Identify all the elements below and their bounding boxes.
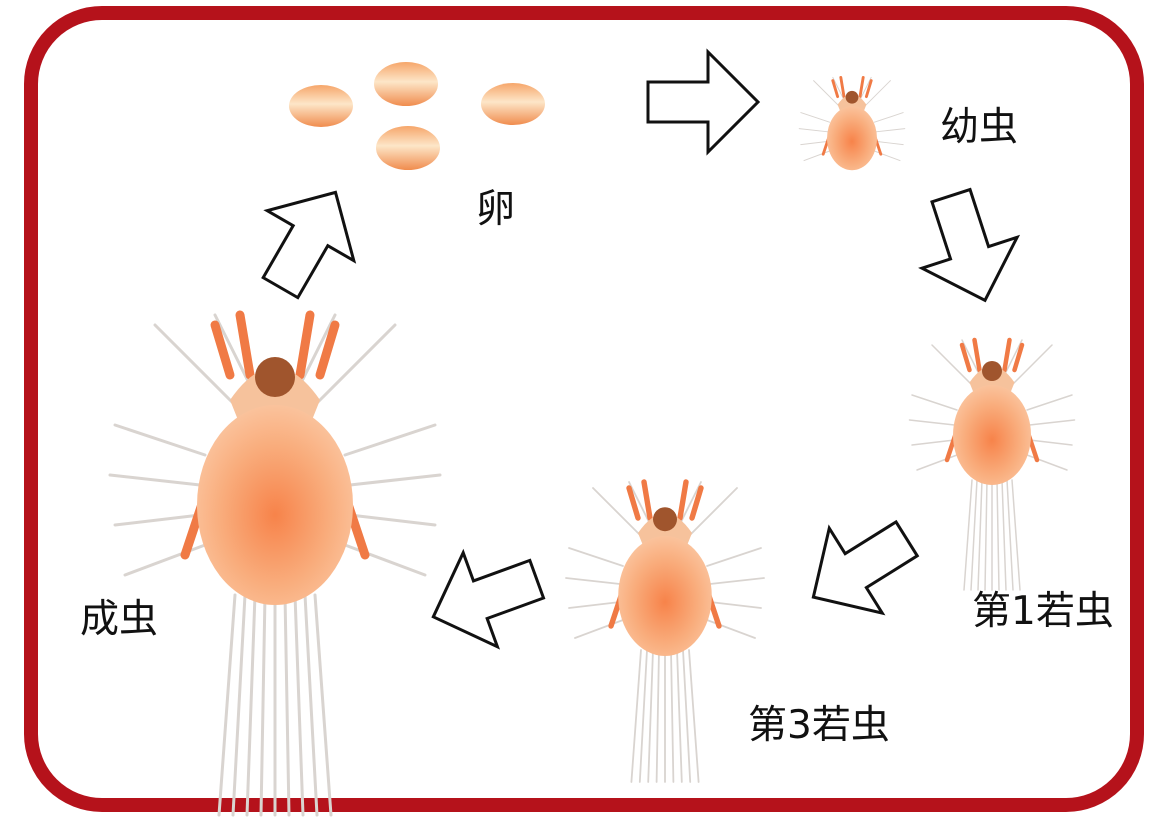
stage-label-nymph3: 第3若虫 — [748, 706, 890, 745]
mite-body — [197, 405, 353, 605]
mite-bristle — [115, 425, 205, 455]
stage-label-larva: 幼虫 — [940, 108, 1018, 147]
mite-bristle — [1027, 455, 1067, 470]
mite-bristle — [874, 151, 900, 161]
mite-mouthpart — [653, 507, 677, 531]
stage-label-nymph1: 第1若虫 — [972, 592, 1114, 631]
mite-tail-hair — [631, 650, 641, 782]
mite-tail-hair — [640, 650, 647, 782]
mite-body — [827, 106, 877, 170]
mite-bristle — [125, 545, 205, 575]
mite-body — [618, 536, 712, 656]
mite-tail-hair — [1007, 480, 1013, 590]
mite-bristle — [910, 420, 955, 425]
mite-bristle — [799, 129, 828, 132]
mite-bristle — [804, 151, 830, 161]
arrow-larva-to-nymph1 — [903, 180, 1032, 316]
mite-bristle — [345, 425, 435, 455]
nymph3-mite — [566, 482, 764, 782]
mite-tail-hair — [261, 595, 265, 815]
stage-label-egg: 卵 — [476, 190, 515, 229]
mite-mouthpart — [846, 91, 859, 104]
mite-mouthpart — [255, 357, 295, 397]
mite-tail-hair — [964, 480, 972, 590]
egg-1 — [289, 85, 353, 127]
mite-bristle — [876, 141, 903, 144]
mite-bristle — [874, 113, 903, 123]
egg-4 — [376, 126, 440, 170]
mite-bristle — [350, 475, 440, 485]
larva-mite — [799, 77, 905, 170]
mite-bristle — [710, 602, 761, 608]
eggs — [289, 62, 545, 170]
arrow-egg-to-larva — [648, 52, 758, 152]
mite-tail-hair — [233, 595, 245, 815]
arrow-nymph1-to-nymph3 — [787, 496, 933, 639]
mite-tail-hair — [648, 650, 653, 782]
mite-bristle — [569, 602, 620, 608]
mite-tail-hair — [689, 650, 699, 782]
mite-tail-hair — [997, 480, 999, 590]
mite-tail-hair — [978, 480, 982, 590]
mite-bristle — [1027, 395, 1072, 410]
mite-bristle — [115, 515, 200, 525]
mite-bristle — [917, 455, 957, 470]
mite-tail-hair — [985, 480, 987, 590]
mite-bristle — [1030, 440, 1073, 445]
mite-body — [953, 385, 1031, 485]
mite-tail-hair — [1002, 480, 1006, 590]
mite-bristle — [801, 113, 830, 123]
mite-tail-hair — [305, 595, 317, 815]
mite-tail-hair — [285, 595, 289, 815]
mite-bristle — [710, 578, 764, 584]
mite-bristle — [707, 620, 755, 638]
nymph1-mite — [910, 340, 1075, 590]
mite-bristle — [876, 129, 905, 132]
mite-tail-hair — [219, 595, 235, 815]
mite-bristle — [569, 548, 623, 566]
mite-tail-hair — [1012, 480, 1020, 590]
mite-bristle — [707, 548, 761, 566]
mite-tail-hair — [657, 650, 659, 782]
arrow-nymph3-to-adult — [416, 532, 554, 664]
mite-bristle — [110, 475, 200, 485]
arrow-adult-to-egg — [237, 167, 379, 312]
egg-3 — [481, 83, 545, 125]
mite-tail-hair — [295, 595, 303, 815]
mite-bristle — [801, 141, 828, 144]
mite-tail-hair — [683, 650, 690, 782]
stage-label-adult: 成虫 — [80, 600, 158, 639]
mite-bristle — [345, 545, 425, 575]
mite-tail-hair — [971, 480, 977, 590]
mite-bristle — [1030, 420, 1075, 425]
mite-tail-hair — [247, 595, 255, 815]
mite-tail-hair — [315, 595, 331, 815]
mite-bristle — [575, 620, 623, 638]
mite-mouthpart — [982, 361, 1002, 381]
mite-tail-hair — [671, 650, 673, 782]
mite-bristle — [912, 395, 957, 410]
mite-bristle — [350, 515, 435, 525]
mite-bristle — [912, 440, 955, 445]
egg-2 — [374, 62, 438, 106]
mite-bristle — [566, 578, 620, 584]
mite-tail-hair — [677, 650, 682, 782]
adult-mite — [110, 315, 440, 815]
